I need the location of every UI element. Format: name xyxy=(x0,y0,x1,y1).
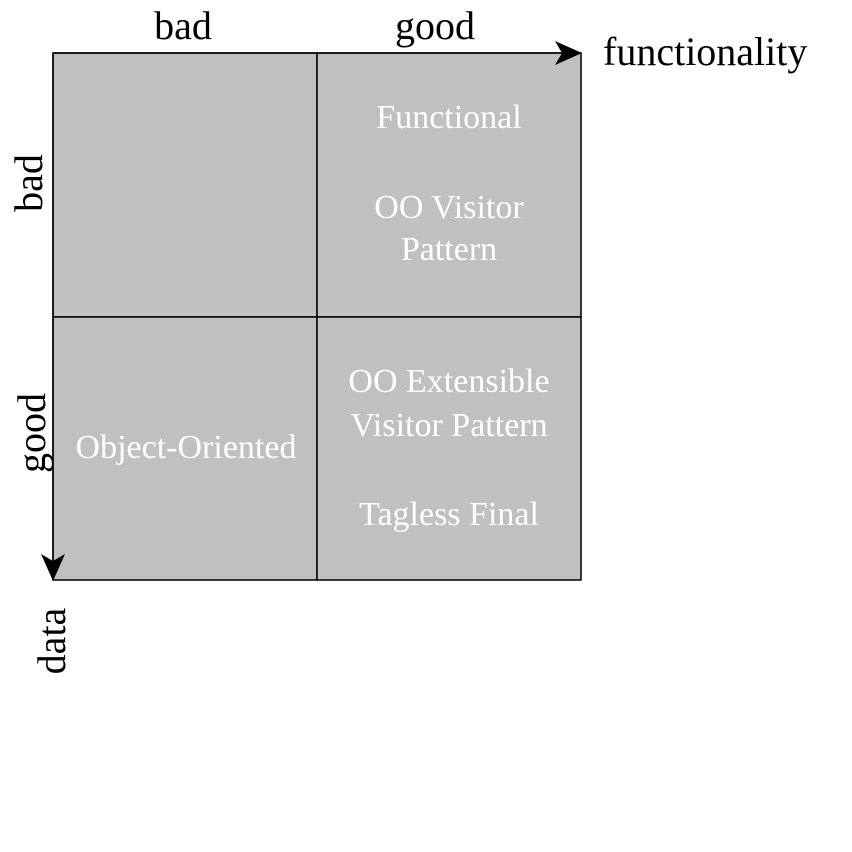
data-arrow-head xyxy=(41,554,65,581)
functionality-good-label: good xyxy=(395,3,475,48)
quadrant-bad-functionality-good-data xyxy=(52,316,318,581)
quadrant-good-functionality-good-data xyxy=(316,316,582,581)
quadrant-item-oo-visitor-line1: OO Visitor xyxy=(374,189,524,226)
quadrant-item-oo-extensible-line2: Visitor Pattern xyxy=(350,407,547,444)
quadrant-item-oo-extensible-line1: OO Extensible xyxy=(348,363,549,400)
data-bad-label: bad xyxy=(6,154,51,212)
data-good-label: good xyxy=(9,393,54,473)
quadrant-item-object-oriented: Object-Oriented xyxy=(76,429,297,466)
functionality-arrow-head xyxy=(555,41,582,65)
quadrant-item-oo-visitor-line2: Pattern xyxy=(401,231,497,268)
functionality-axis-title: functionality xyxy=(603,29,807,74)
quadrant-good-functionality-bad-data xyxy=(316,52,582,318)
quadrant-item-functional: Functional xyxy=(376,99,521,136)
quadrant-bad-functionality-bad-data xyxy=(52,52,318,318)
data-axis-title: data xyxy=(29,607,74,674)
functionality-bad-label: bad xyxy=(154,3,212,48)
quadrant-item-tagless-final: Tagless Final xyxy=(359,496,539,533)
